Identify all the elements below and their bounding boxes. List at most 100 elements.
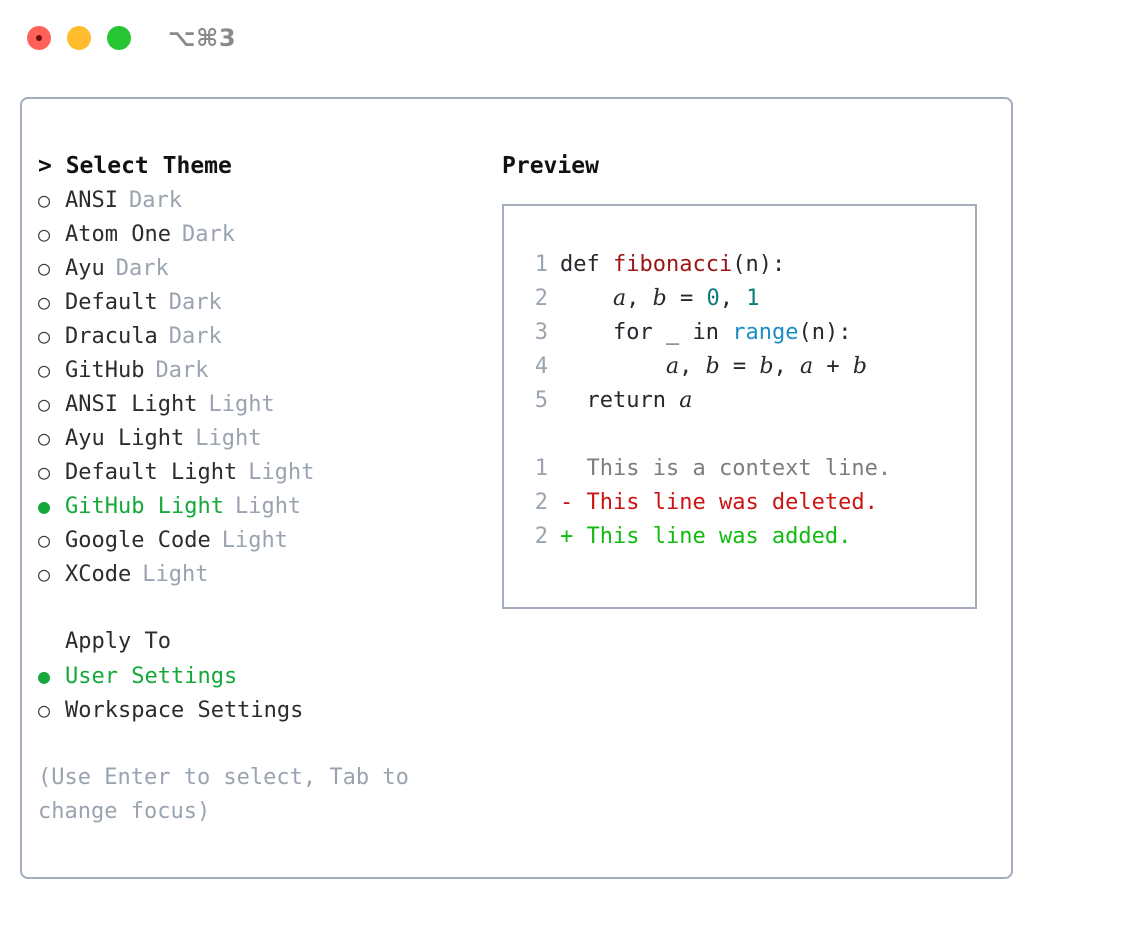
radio-selected-icon: ● (38, 664, 51, 688)
apply-to-heading: Apply To (65, 629, 171, 654)
code-token: for (612, 320, 666, 345)
minimize-window-button[interactable] (67, 26, 91, 50)
code-token: = (719, 354, 760, 379)
diff-text: This line was deleted. (586, 490, 878, 515)
apply-option-label: User Settings (65, 664, 238, 689)
theme-variant-tag: Dark (168, 324, 222, 349)
code-line-content: for _ in range(n): (548, 316, 851, 350)
diff-line-content: - This line was deleted. (548, 486, 878, 520)
theme-variant-tag: Light (195, 426, 262, 451)
radio-unselected-icon: ○ (38, 358, 51, 382)
diff-line-number: 2 (534, 524, 548, 549)
theme-variant-tag: Dark (128, 188, 182, 213)
theme-option-label: Ayu Light (65, 426, 185, 451)
code-token: , (773, 354, 801, 379)
theme-option-label: GitHub Light (65, 494, 224, 519)
theme-option-label: Default (65, 290, 158, 315)
radio-unselected-icon: ○ (38, 188, 51, 212)
code-token: (n): (798, 320, 852, 345)
apply-option-item[interactable]: ● User Settings (38, 659, 498, 693)
theme-variant-tag: Light (208, 392, 275, 417)
radio-unselected-icon: ○ (38, 222, 51, 246)
code-token: in (692, 320, 733, 345)
theme-option-item[interactable]: ○ Google Code Light (38, 523, 498, 557)
diff-line-number: 1 (534, 456, 548, 481)
diff-text: This is a context line. (586, 456, 892, 481)
theme-option-label: Ayu (65, 256, 105, 281)
theme-variant-tag: Dark (115, 256, 169, 281)
code-token: (n): (732, 252, 786, 277)
code-token: range (732, 320, 799, 345)
code-token: 0 (706, 286, 720, 311)
theme-option-label: GitHub (65, 358, 145, 383)
code-line: 4 a, b = b, a + b (518, 350, 969, 384)
select-theme-heading: > Select Theme (38, 153, 232, 179)
code-token: b (759, 354, 774, 379)
apply-to-option-list[interactable]: ● User Settings ○Workspace Settings (38, 659, 498, 727)
diff-text: This line was added. (586, 524, 852, 549)
code-token: return (586, 388, 680, 413)
code-token: b (652, 286, 667, 311)
apply-option-item[interactable]: ○Workspace Settings (38, 693, 498, 727)
radio-unselected-icon: ○ (38, 426, 51, 450)
diff-line-number: 2 (534, 490, 548, 515)
diff-line: 2- This line was deleted. (518, 486, 969, 520)
theme-variant-tag: Light (221, 528, 288, 553)
keyboard-hint-text: (Use Enter to select, Tab to change focu… (38, 765, 423, 824)
code-line-number: 5 (534, 388, 548, 413)
code-token: a (665, 354, 680, 379)
radio-unselected-icon: ○ (38, 528, 51, 552)
hint-spacer (38, 727, 498, 761)
diff-line: 2+ This line was added. (518, 520, 969, 554)
code-token: a (679, 388, 693, 413)
theme-option-item[interactable]: ○ ANSI Light Light (38, 387, 498, 421)
theme-option-label: ANSI Light (65, 392, 198, 417)
theme-option-label: Google Code (65, 528, 211, 553)
code-token: def (560, 252, 613, 277)
code-token: + (813, 354, 853, 379)
theme-variant-tag: Light (234, 494, 302, 519)
theme-option-item[interactable]: ● GitHub Light Light (38, 489, 498, 523)
radio-unselected-icon: ○ (38, 698, 51, 722)
radio-unselected-icon: ○ (38, 290, 51, 314)
code-token: , (719, 286, 747, 311)
window-controls (27, 26, 131, 50)
code-token: _ (665, 320, 693, 345)
maximize-window-button[interactable] (107, 26, 131, 50)
title-bar: ⌥⌘3 (0, 0, 1140, 76)
code-line-number: 4 (534, 354, 548, 379)
code-line-number: 2 (534, 286, 548, 311)
theme-option-label: XCode (65, 562, 132, 587)
radio-unselected-icon: ○ (38, 562, 51, 586)
code-token: a (800, 354, 814, 379)
radio-unselected-icon: ○ (38, 256, 51, 280)
code-token: b (705, 354, 720, 379)
code-token: a (612, 286, 627, 311)
preview-heading: Preview (502, 153, 599, 179)
radio-selected-icon: ● (38, 494, 51, 518)
radio-unselected-icon: ○ (38, 392, 51, 416)
close-window-button[interactable] (27, 26, 51, 50)
theme-option-item[interactable]: ○ Ayu Light Light (38, 421, 498, 455)
radio-unselected-icon: ○ (38, 460, 51, 484)
diff-sample: 1 This is a context line.2- This line wa… (518, 452, 969, 554)
theme-option-item[interactable]: ○ Ayu Dark (38, 251, 498, 285)
diff-line: 1 This is a context line. (518, 452, 969, 486)
diff-line-content: This is a context line. (548, 452, 892, 486)
theme-option-label: Atom One (65, 222, 171, 247)
code-line-content: a, b = b, a + b (548, 350, 867, 384)
